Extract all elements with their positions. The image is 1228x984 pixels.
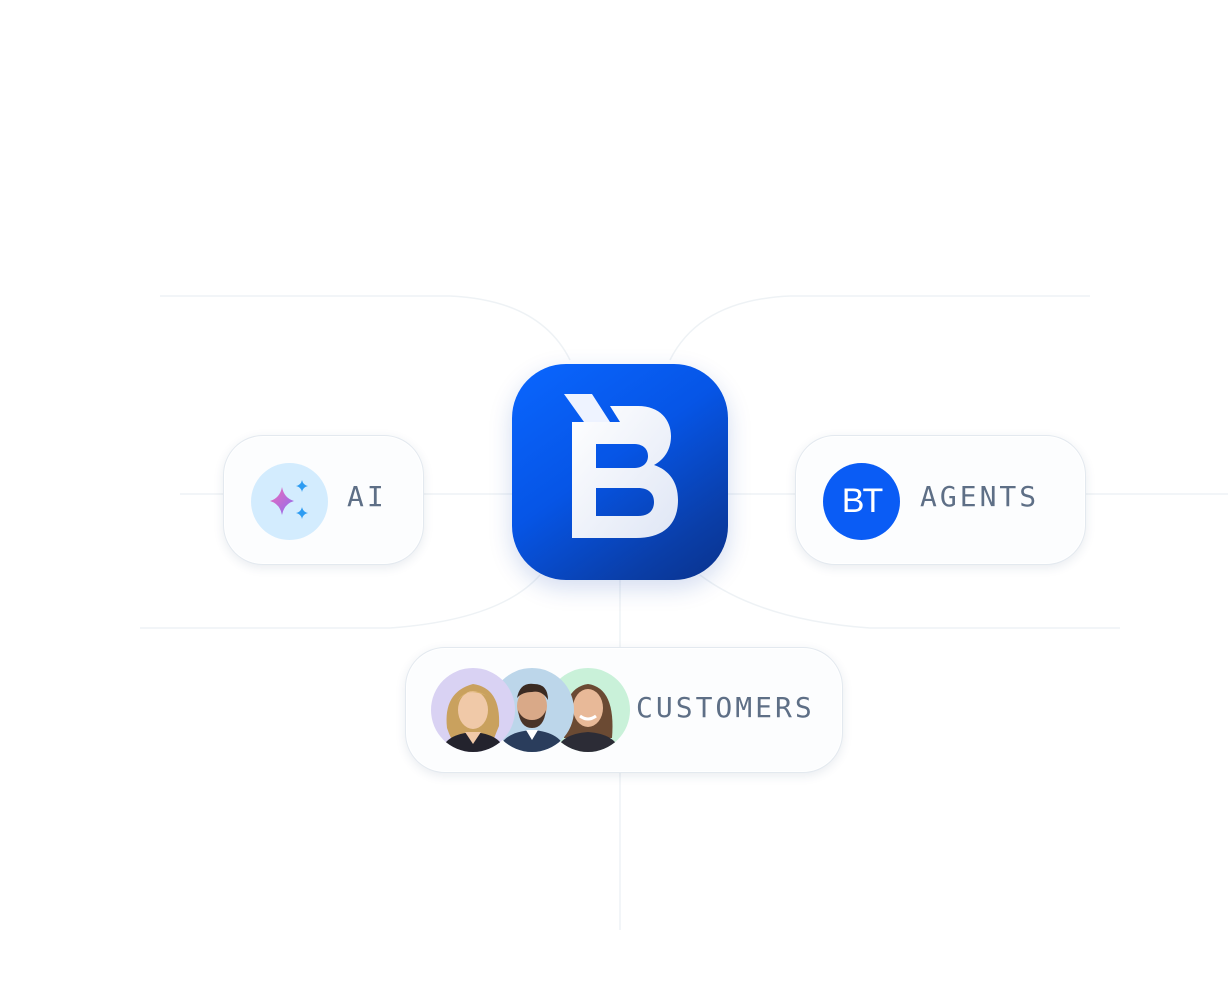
sparkle-icon xyxy=(270,480,308,519)
customer-woman-2-avatar xyxy=(556,684,620,752)
agents-label: AGENTS xyxy=(920,480,1040,513)
brand-b-logo-icon xyxy=(564,394,678,538)
customer-woman-1-avatar xyxy=(441,684,505,752)
customers-label: CUSTOMERS xyxy=(636,691,815,724)
customer-man-avatar xyxy=(498,683,566,752)
agents-node: BT AGENTS xyxy=(795,435,1086,565)
avatar xyxy=(546,668,630,752)
ai-node: AI xyxy=(223,435,424,565)
bt-badge: BT xyxy=(823,463,900,540)
ai-label: AI xyxy=(347,480,387,513)
brand-hub-logo xyxy=(512,364,728,580)
ai-badge xyxy=(251,463,328,540)
avatar xyxy=(431,668,515,752)
customers-node: CUSTOMERS xyxy=(405,647,843,773)
